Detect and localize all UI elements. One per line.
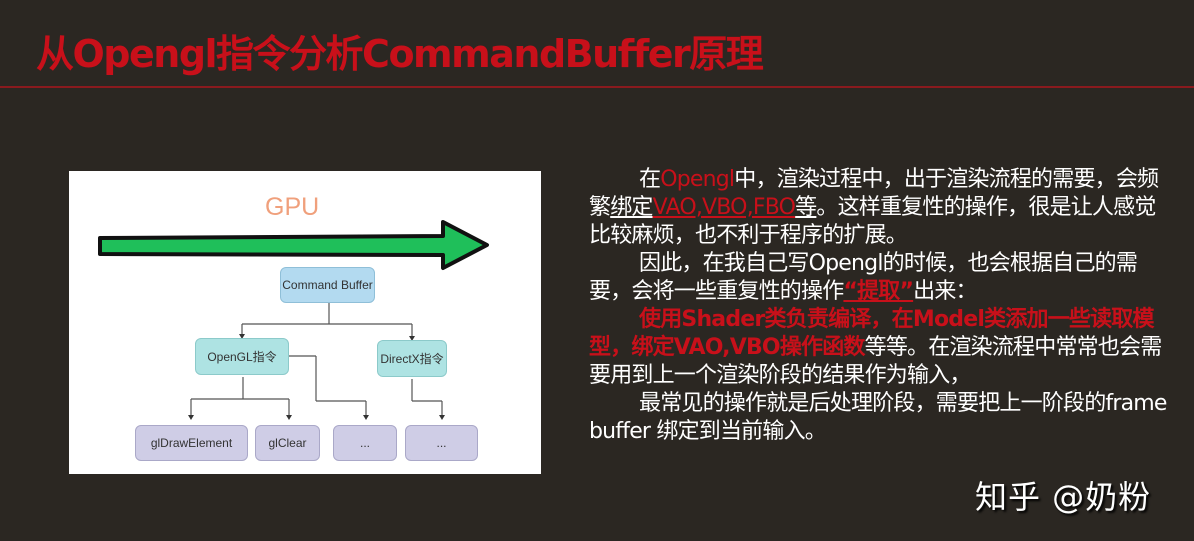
- title-divider: [0, 86, 1194, 88]
- vao-vbo-fbo-highlight: VAO,VBO,FBO: [652, 195, 796, 220]
- slide-title: 从Opengl指令分析CommandBuffer原理: [36, 32, 764, 76]
- paragraph-3: 使用Shader类负责编译，在Model类添加一些读取模型，绑定VAO,VBO操…: [589, 307, 1162, 388]
- directx-node: DirectX指令: [377, 340, 447, 377]
- shader-model-highlight: 使用Shader类负责编译，在Model类添加一些读取模型，绑定VAO,VBO操…: [589, 307, 1155, 360]
- glclear-node: glClear: [255, 425, 320, 461]
- opengl-more-node: ...: [333, 425, 397, 461]
- command-buffer-node: Command Buffer: [280, 267, 375, 303]
- opengl-highlight: Opengl: [660, 167, 735, 192]
- bind-underline: 绑定: [610, 195, 653, 220]
- gpu-label: GPU: [265, 193, 320, 221]
- paragraph-4: 最常见的操作就是后处理阶段，需要把上一阶段的frame buffer 绑定到当前…: [589, 391, 1167, 444]
- paragraph-2: 因此，在我自己写Opengl的时候，也会根据自己的需要，会将一些重复性的操作“提…: [589, 251, 1138, 304]
- opengl-node: OpenGL指令: [195, 338, 289, 375]
- diagram-connectors: [98, 220, 489, 420]
- directx-more-node: ...: [405, 425, 478, 461]
- body-text: 在Opengl中，渲染过程中，出于渲染流程的需要，会频繁绑定VAO,VBO,FB…: [589, 166, 1169, 446]
- extract-highlight: “提取”: [843, 279, 914, 304]
- zhihu-watermark: 知乎 @奶粉: [975, 478, 1152, 516]
- command-buffer-diagram: GPU Command Buffer OpenGL指令 DirectX指令 gl…: [69, 171, 541, 474]
- gldrawelement-node: glDrawElement: [135, 425, 248, 461]
- paragraph-1: 在Opengl中，渲染过程中，出于渲染流程的需要，会频繁绑定VAO,VBO,FB…: [589, 167, 1159, 248]
- gpu-arrow-icon: [98, 220, 489, 270]
